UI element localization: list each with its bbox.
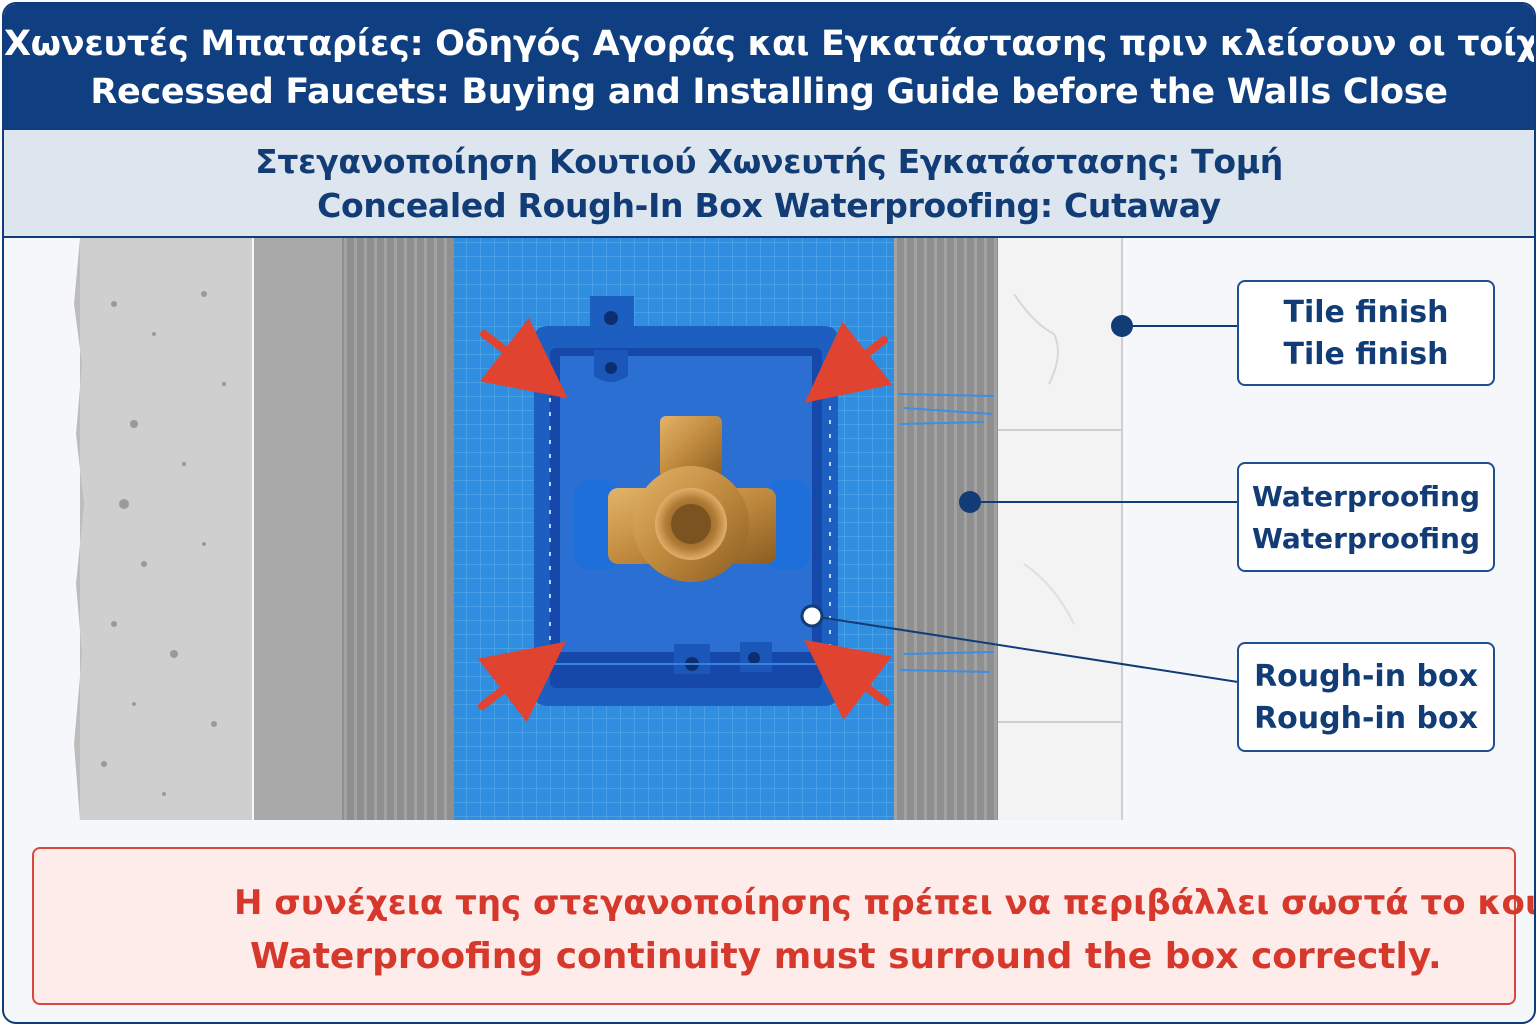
subtitle-greek: Στεγανοποίηση Κουτιού Χωνευτής Εγκατάστα…	[255, 142, 1283, 181]
arrow-icon	[479, 317, 568, 399]
mounting-hole-icon	[605, 362, 617, 374]
callout-tile-finish-line2: Tile finish	[1283, 337, 1449, 372]
rough-in-box-marker-icon	[800, 604, 824, 628]
callout-rough-in-box: Rough-in box Rough-in box	[1237, 642, 1495, 752]
backing-board-layer	[254, 238, 342, 820]
callout-waterproofing: Waterproofing Waterproofing	[1237, 462, 1495, 572]
concrete-layer	[74, 238, 252, 820]
arrow-icon	[804, 321, 893, 403]
callout-rough-in-box-line1: Rough-in box	[1254, 659, 1478, 694]
tile-finish-marker-icon	[1111, 315, 1133, 337]
callout-tile-finish-line1: Tile finish	[1283, 295, 1449, 330]
title-greek: Χωνευτές Μπαταρίες: Οδηγός Αγοράς και Εγ…	[4, 24, 1536, 64]
arrow-icon	[477, 641, 566, 723]
waterproofing-seams	[897, 393, 995, 673]
waterproofing-marker-icon	[959, 491, 981, 513]
callout-rough-in-box-line2: Rough-in box	[1254, 701, 1478, 736]
title-english: Recessed Faucets: Buying and Installing …	[90, 72, 1448, 112]
title-bar: Χωνευτές Μπαταρίες: Οδηγός Αγοράς και Εγ…	[4, 4, 1534, 130]
cutaway-diagram	[59, 238, 1239, 987]
callout-waterproofing-line1: Waterproofing	[1251, 480, 1481, 513]
mixing-valve	[574, 416, 810, 582]
warning-text: Η συνέχεια της στεγανοποίησης πρέπει να …	[234, 877, 1536, 985]
insulation-layer	[342, 238, 454, 820]
arrow-icon	[804, 639, 893, 721]
warning-text-english: Waterproofing continuity must surround t…	[250, 936, 1442, 977]
adhesive-layer	[894, 238, 998, 820]
subtitle-english: Concealed Rough-In Box Waterproofing: Cu…	[317, 186, 1221, 225]
tile-finish-layer	[998, 238, 1123, 820]
warning-banner: Η συνέχεια της στεγανοποίησης πρέπει να …	[32, 847, 1534, 1005]
mounting-hole-icon	[748, 652, 760, 664]
callout-tile-finish: Tile finish Tile finish	[1237, 280, 1495, 386]
callout-waterproofing-line2: Waterproofing	[1251, 522, 1481, 555]
mounting-hole-icon	[604, 311, 618, 325]
seal-point-arrows	[477, 317, 893, 723]
warning-text-greek: Η συνέχεια της στεγανοποίησης πρέπει να …	[234, 883, 1536, 923]
subtitle-bar: Στεγανοποίηση Κουτιού Χωνευτής Εγκατάστα…	[4, 130, 1534, 238]
leader-lines	[811, 325, 1239, 683]
